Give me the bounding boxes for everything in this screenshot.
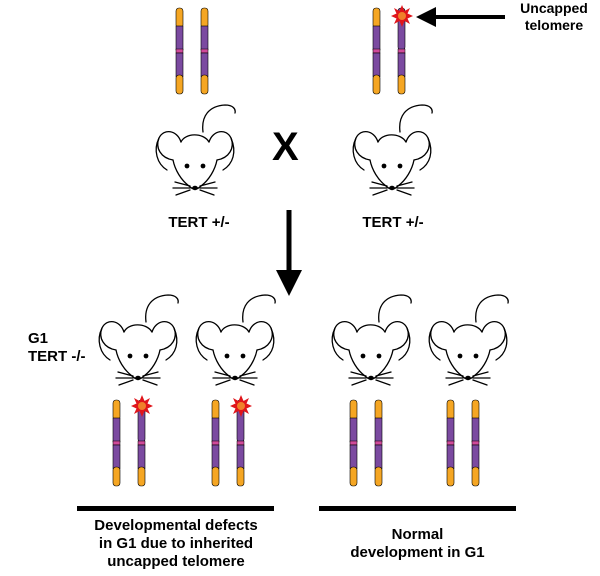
parent-right-genotype: TERT +/-	[362, 214, 424, 231]
g1-normal-chromosomes-2	[446, 399, 480, 487]
chromosome	[175, 7, 184, 95]
uncapped-telomere-marker	[230, 395, 252, 417]
generation-arrow	[276, 210, 302, 296]
g1-mouse	[98, 294, 179, 386]
g1-mouse	[331, 294, 412, 386]
chromosome	[349, 399, 358, 487]
g1-mouse	[195, 294, 276, 386]
parent-mouse-right	[352, 104, 433, 196]
uncapped-telomere-marker	[391, 5, 413, 27]
uncapped-telomere-label: Uncapped telomere	[520, 0, 588, 33]
g1-defective-chromosomes-2	[211, 395, 252, 487]
g1-defective-chromosomes-1	[112, 395, 153, 487]
parent-right-chromosomes	[372, 5, 413, 95]
parent-mouse-left	[155, 104, 236, 196]
parent-left-genotype: TERT +/-	[168, 214, 230, 231]
g1-genotype-label: G1 TERT -/-	[28, 330, 86, 365]
defective-group-bar	[77, 506, 274, 511]
uncapped-telomere-marker	[131, 395, 153, 417]
outcome-normal-label: Normal development in G1	[350, 526, 485, 561]
normal-group-bar	[319, 506, 516, 511]
outcome-defective-label: Developmental defects in G1 due to inher…	[94, 517, 258, 570]
chromosome	[211, 399, 220, 487]
uncapped-pointer-arrow	[416, 7, 505, 27]
g1-normal-chromosomes-1	[349, 399, 383, 487]
parent-left-chromosomes	[175, 7, 209, 95]
chromosome	[471, 399, 480, 487]
chromosome	[374, 399, 383, 487]
cross-symbol: X	[272, 125, 299, 169]
chromosome	[372, 7, 381, 95]
chromosome	[446, 399, 455, 487]
chromosome	[112, 399, 121, 487]
g1-mouse	[428, 294, 509, 386]
chromosome	[200, 7, 209, 95]
